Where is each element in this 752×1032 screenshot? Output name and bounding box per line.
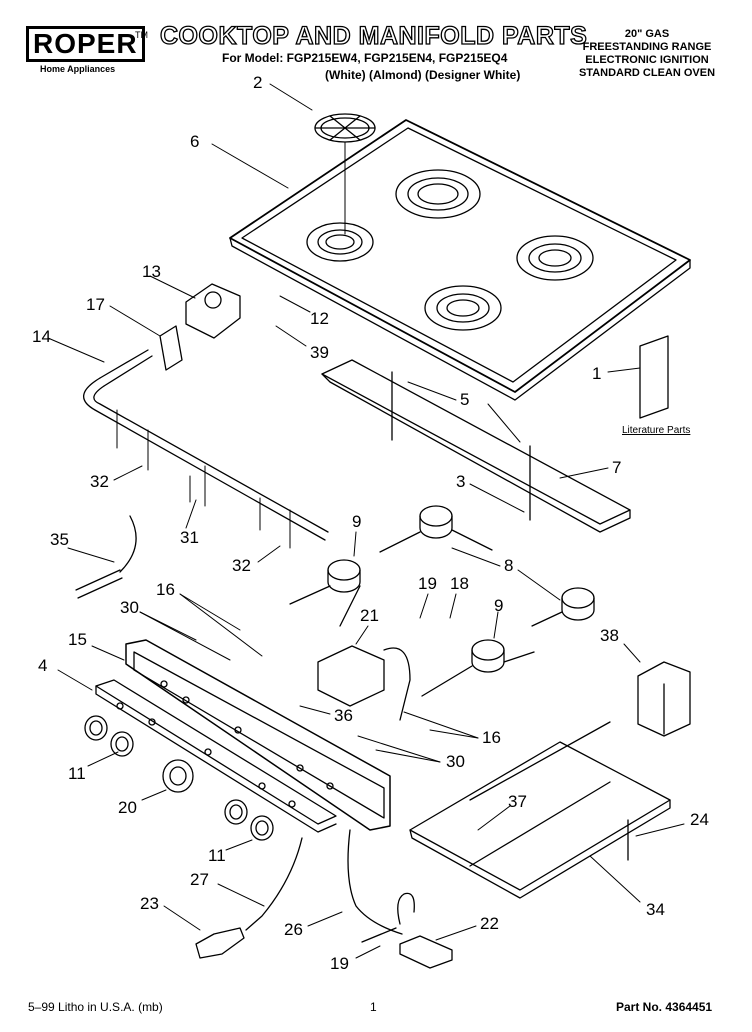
literature-box (639, 335, 669, 419)
callout-number: 21 (360, 606, 379, 625)
callout-number: 20 (118, 798, 137, 817)
callout-number: 2 (253, 73, 263, 92)
callout-number: 13 (142, 262, 161, 281)
leader-lines (47, 83, 685, 959)
callout-number: 30 (446, 752, 465, 771)
callout-number: 24 (690, 810, 709, 829)
product-line-3: ELECTRONIC IGNITION (585, 54, 709, 66)
ignition-box (637, 661, 691, 737)
callout-number: 36 (334, 706, 353, 725)
callout-number: 19 (330, 954, 349, 973)
brand-subtitle: Home Appliances (40, 64, 116, 74)
knobs (84, 715, 274, 841)
callout-number: 8 (504, 556, 514, 575)
callout-number: 7 (612, 458, 622, 477)
callout-number: 11 (68, 764, 86, 783)
callout-number: 5 (460, 390, 470, 409)
callout-number: 16 (482, 728, 501, 747)
callout-number: 38 (600, 626, 619, 645)
callout-number: 15 (68, 630, 87, 649)
callout-number: 6 (190, 132, 200, 151)
callout-number: 37 (508, 792, 527, 811)
product-line-2: FREESTANDING RANGE (582, 41, 712, 53)
callout-number: 35 (50, 530, 69, 549)
callout-number: 27 (190, 870, 209, 889)
cooktop (229, 119, 691, 401)
page-title: COOKTOP AND MANIFOLD PARTS (159, 21, 588, 50)
callout-number: 12 (310, 309, 329, 328)
thermostat-assembly (195, 829, 453, 969)
callout-number: 9 (352, 512, 362, 531)
callout-number: 23 (140, 894, 159, 913)
callout-number: 32 (232, 556, 251, 575)
callout-number: 18 (450, 574, 469, 593)
callout-number: 14 (32, 327, 51, 346)
callout-number: 9 (494, 596, 504, 615)
callout-number: 32 (90, 472, 109, 491)
color-line: (White) (Almond) (Designer White) (325, 68, 521, 82)
callout-number: 17 (86, 295, 105, 314)
footer-part-number: Part No. 4364451 (616, 1000, 713, 1014)
callout-number: 39 (310, 343, 329, 362)
burner-grate (314, 113, 376, 235)
burner-assemblies (289, 505, 595, 697)
callout-number: 22 (480, 914, 499, 933)
model-line: For Model: FGP215EW4, FGP215EN4, FGP215E… (222, 51, 508, 65)
igniter (75, 515, 137, 599)
spark-module (159, 283, 241, 371)
callout-number: 16 (156, 580, 175, 599)
heat-shield (409, 721, 671, 899)
callout-number: 1 (592, 364, 602, 383)
manifold-bracket (321, 359, 631, 533)
product-line-4: STANDARD CLEAN OVEN (578, 67, 716, 79)
literature-parts-label: Literature Parts (622, 425, 691, 436)
callout-number: 31 (180, 528, 199, 547)
callout-number: 19 (418, 574, 437, 593)
manifold-pipe (83, 349, 329, 549)
brand-logo: ROPER (26, 26, 145, 62)
footer-litho: 5–99 Litho in U.S.A. (mb) (28, 1000, 163, 1014)
callout-number: 4 (38, 656, 48, 675)
callout-number: 30 (120, 598, 139, 617)
product-line-1: 20" GAS (624, 28, 670, 40)
callout-number: 3 (456, 472, 466, 491)
footer-page-number: 1 (370, 1000, 377, 1014)
control-panel (95, 639, 391, 833)
callout-number: 26 (284, 920, 303, 939)
gas-valve (317, 645, 411, 721)
trademark-mark: TM (135, 30, 148, 40)
callout-number: 34 (646, 900, 665, 919)
callout-number: 11 (208, 846, 226, 865)
